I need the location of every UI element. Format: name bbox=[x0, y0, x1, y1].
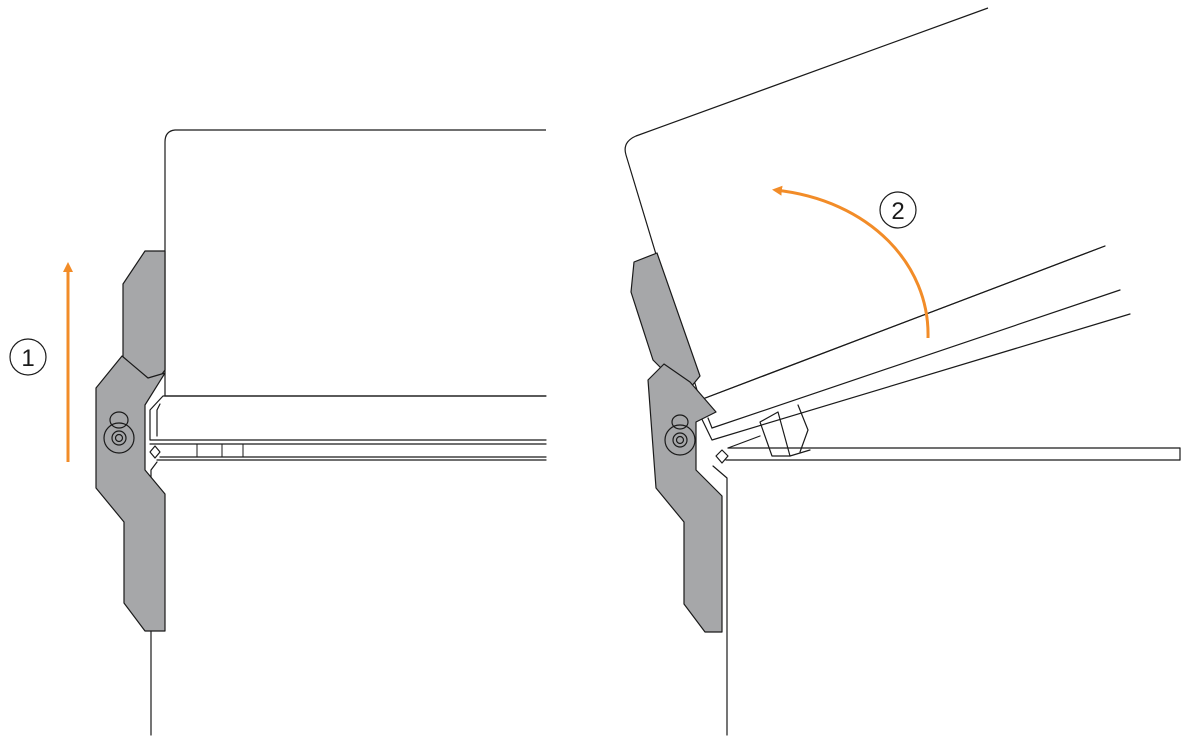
step-2-number: 2 bbox=[891, 198, 904, 225]
right-seam-notch bbox=[715, 449, 729, 464]
right-latch-screw-head bbox=[671, 414, 689, 430]
right-lid bbox=[624, 7, 1106, 401]
right-hinge-foot bbox=[789, 449, 811, 457]
right-hinge-support bbox=[797, 404, 809, 453]
right-body-outline bbox=[712, 465, 728, 736]
step-2-callout bbox=[879, 191, 917, 229]
left-latch-lower bbox=[95, 355, 166, 632]
right-hinge-link bbox=[727, 435, 761, 449]
right-view: 2 bbox=[624, 7, 1181, 736]
right-latch-pivot-middle bbox=[672, 432, 688, 448]
right-latch-lower bbox=[647, 363, 723, 633]
left-latch-screw-head bbox=[109, 411, 129, 429]
left-view: 1 bbox=[9, 129, 547, 736]
right-lid-rim-inner-edge bbox=[711, 289, 1121, 429]
left-lid-rim-inner bbox=[156, 403, 161, 437]
right-hinge-strut bbox=[759, 411, 791, 457]
left-lid bbox=[164, 129, 546, 397]
right-lid-rim-corner bbox=[707, 417, 713, 429]
right-latch-pivot-outer bbox=[664, 424, 696, 456]
rotate-open-arrow bbox=[772, 185, 930, 339]
step-1-callout bbox=[9, 338, 47, 376]
left-latch-pivot-middle bbox=[111, 430, 127, 446]
left-latch-pivot-outer bbox=[103, 422, 135, 454]
left-latch-pivot-inner bbox=[114, 433, 124, 443]
step-1-number: 1 bbox=[21, 345, 34, 372]
left-body-outline bbox=[150, 461, 158, 736]
left-seam-notch bbox=[149, 445, 161, 459]
right-latch-pivot-inner bbox=[675, 435, 685, 445]
left-lid-rim bbox=[149, 395, 547, 441]
